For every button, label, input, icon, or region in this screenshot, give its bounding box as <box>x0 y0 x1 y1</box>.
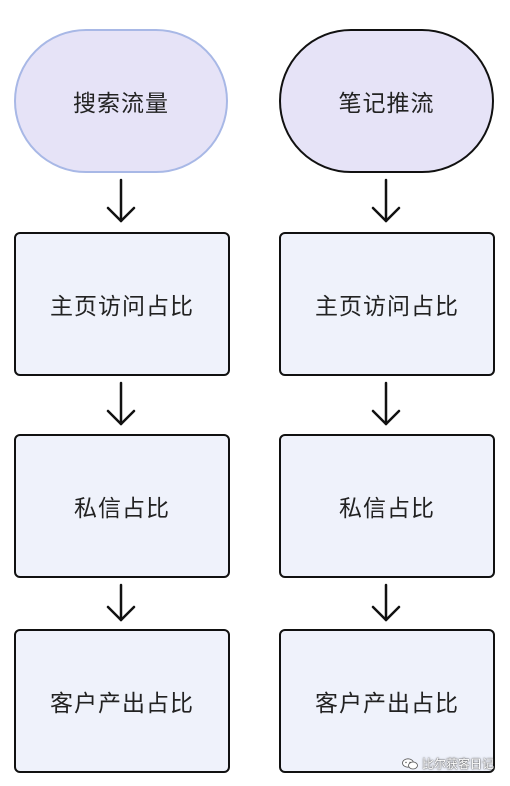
arrow-right-1 <box>371 178 401 223</box>
step-node-label: 客户产出占比 <box>315 691 459 717</box>
start-node-note-push: 笔记推流 <box>279 29 494 173</box>
wechat-icon <box>402 757 418 769</box>
step-node-private-message-left: 私信占比 <box>14 434 230 578</box>
step-node-customer-output-right: 客户产出占比 <box>279 629 495 773</box>
watermark: 比尔获客日记 <box>402 755 494 772</box>
step-node-label: 主页访问占比 <box>50 294 194 320</box>
arrow-left-2 <box>106 381 136 426</box>
step-node-label: 私信占比 <box>74 496 170 522</box>
step-node-label: 客户产出占比 <box>50 691 194 717</box>
step-node-homepage-visit-right: 主页访问占比 <box>279 232 495 376</box>
arrow-right-2 <box>371 381 401 426</box>
arrow-right-3 <box>371 583 401 622</box>
watermark-text: 比尔获客日记 <box>421 757 494 771</box>
step-node-label: 主页访问占比 <box>315 294 459 320</box>
arrow-left-3 <box>106 583 136 622</box>
step-node-label: 私信占比 <box>339 496 435 522</box>
start-node-search-traffic: 搜索流量 <box>14 29 228 173</box>
arrow-left-1 <box>106 178 136 223</box>
step-node-private-message-right: 私信占比 <box>279 434 495 578</box>
start-node-label: 搜索流量 <box>73 91 169 117</box>
start-node-label: 笔记推流 <box>338 91 435 117</box>
step-node-customer-output-left: 客户产出占比 <box>14 629 230 773</box>
step-node-homepage-visit-left: 主页访问占比 <box>14 232 230 376</box>
